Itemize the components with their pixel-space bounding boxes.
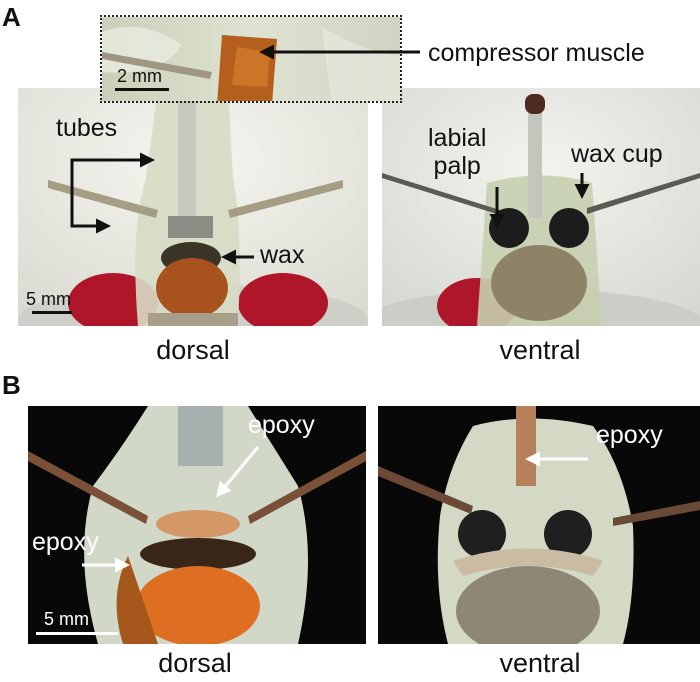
label-wax-cup: wax cup — [571, 140, 663, 168]
label-wax: wax — [260, 241, 305, 269]
scale-text-a-dorsal: 5 mm — [26, 289, 71, 309]
scale-text-inset: 2 mm — [117, 66, 162, 86]
photo-a-ventral — [382, 88, 700, 326]
label-compressor-muscle: compressor muscle — [428, 39, 645, 67]
label-epoxy-left: epoxy — [32, 528, 99, 556]
photo-b-ventral — [378, 406, 700, 644]
caption-b-ventral: ventral — [499, 648, 581, 678]
panel-letter-a: A — [2, 2, 21, 32]
caption-a-dorsal: dorsal — [156, 335, 230, 365]
label-labial-palp: labial palp — [428, 126, 486, 179]
scale-bar-b-dorsal — [36, 632, 118, 635]
label-labial-line2: palp — [433, 152, 481, 180]
arrow-epoxy-top — [216, 446, 260, 498]
scale-text-b-dorsal: 5 mm — [44, 609, 89, 629]
label-tubes: tubes — [56, 114, 118, 142]
label-labial-line1: labial — [428, 124, 487, 152]
caption-b-dorsal: dorsal — [158, 648, 232, 678]
scale-bar-inset — [115, 88, 169, 91]
label-epoxy-top: epoxy — [248, 411, 315, 439]
panel-letter-b: B — [2, 370, 21, 400]
photo-a-dorsal — [18, 88, 368, 326]
caption-a-ventral: ventral — [499, 335, 581, 365]
arrow-tubes-bracket — [70, 158, 145, 228]
inset-a — [100, 15, 402, 103]
scale-bar-a-dorsal — [32, 311, 72, 314]
photo-b-dorsal — [28, 406, 366, 644]
label-epoxy-ventral: epoxy — [596, 421, 663, 449]
